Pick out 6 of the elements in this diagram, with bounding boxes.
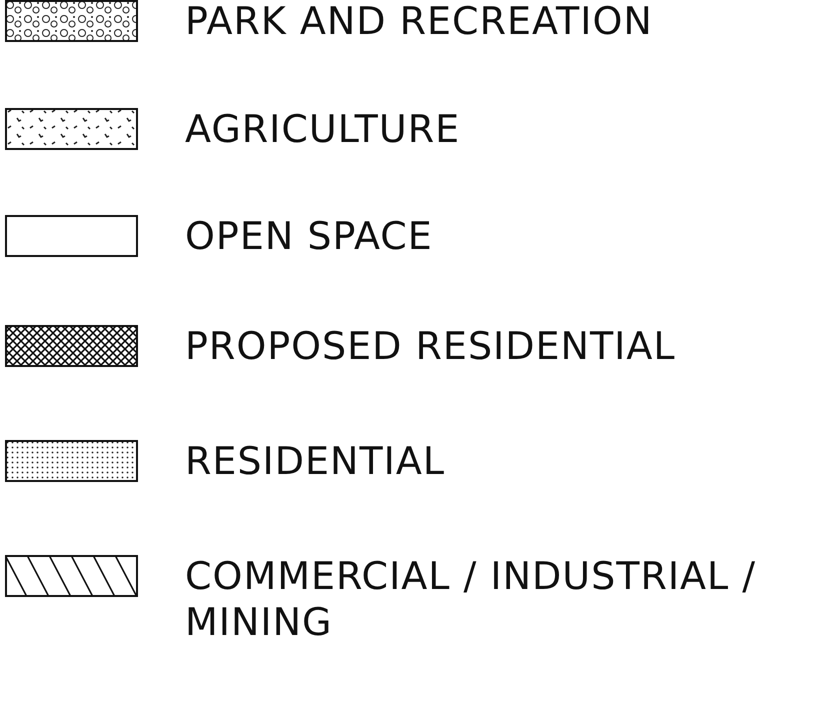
legend-label: PARK AND RECREATION: [185, 0, 654, 44]
legend-label: COMMERCIAL / INDUSTRIAL / MINING: [185, 553, 758, 645]
legend-label: PROPOSED RESIDENTIAL: [185, 323, 677, 369]
legend-label: OPEN SPACE: [185, 213, 434, 259]
legend-label: RESIDENTIAL: [185, 438, 446, 484]
legend-label: AGRICULTURE: [185, 106, 462, 152]
